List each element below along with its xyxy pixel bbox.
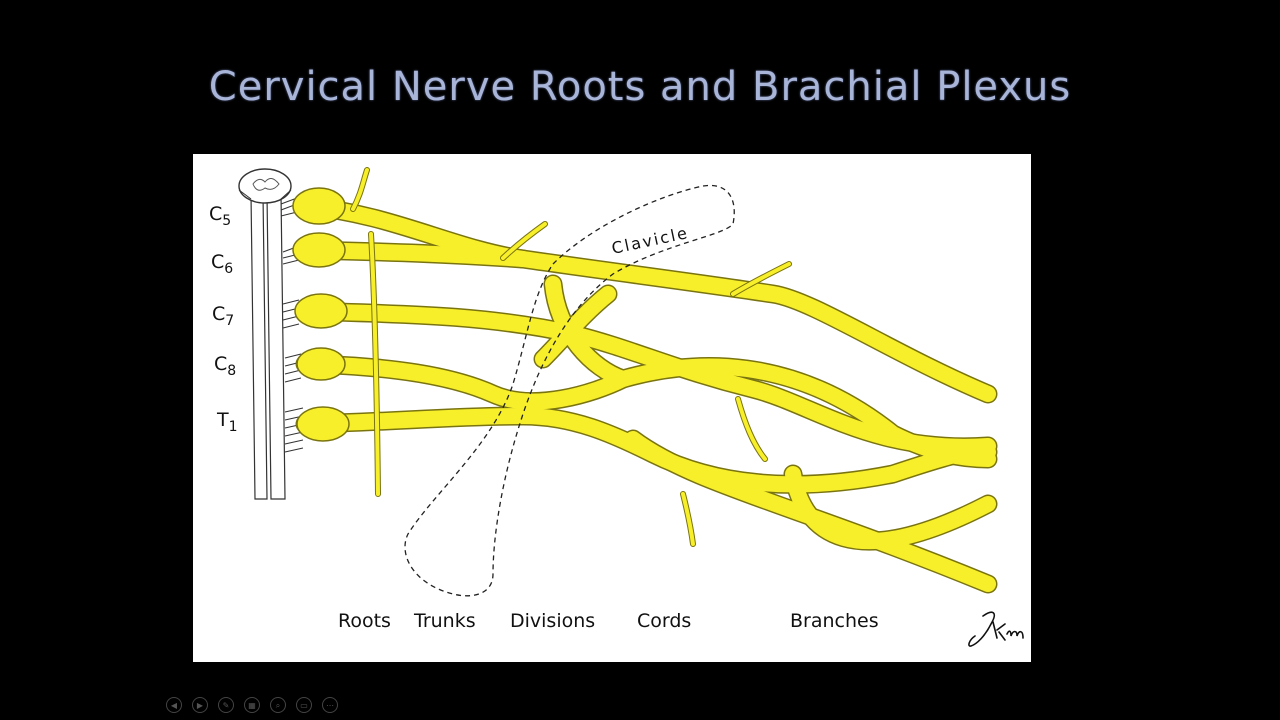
subtitles-icon[interactable]: ▭ [296,697,312,713]
clavicle-label: Clavicle [610,223,691,258]
pen-icon[interactable]: ✎ [218,697,234,713]
root-labels: C5 C6 C7 C8 T1 [209,203,238,435]
stage-labels: Roots Trunks Divisions Cords Branches [338,610,879,632]
brachial-plexus-diagram: Clavicle C5 C6 C7 C8 T1 Roots Trunks Div… [193,154,1031,662]
slides-icon[interactable]: ▦ [244,697,260,713]
rootlets [280,197,304,453]
stage-label-roots: Roots [338,610,391,632]
stage-label-trunks: Trunks [413,610,476,632]
artist-signature [968,611,1024,647]
next-icon[interactable]: ▶ [192,697,208,713]
clavicle-outline [404,184,735,597]
stage-label-cords: Cords [637,610,691,632]
slide-title: Cervical Nerve Roots and Brachial Plexus [208,64,1072,110]
prev-icon[interactable]: ◀ [166,697,182,713]
diagram-svg: Clavicle C5 C6 C7 C8 T1 Roots Trunks Div… [209,167,1024,647]
spinal-cord [238,168,292,500]
root-label-c7: C7 [212,303,234,329]
stage-label-divisions: Divisions [510,610,595,632]
zoom-icon[interactable]: ⌕ [270,697,286,713]
root-label-t1: T1 [216,409,238,435]
root-label-c5: C5 [209,203,231,229]
root-label-c6: C6 [211,251,233,277]
stage-label-branches: Branches [790,610,879,632]
presentation-toolbar: ◀ ▶ ✎ ▦ ⌕ ▭ ⋯ [166,697,338,715]
nerve-network [292,167,998,594]
more-icon[interactable]: ⋯ [322,697,338,713]
root-label-c8: C8 [214,353,236,379]
